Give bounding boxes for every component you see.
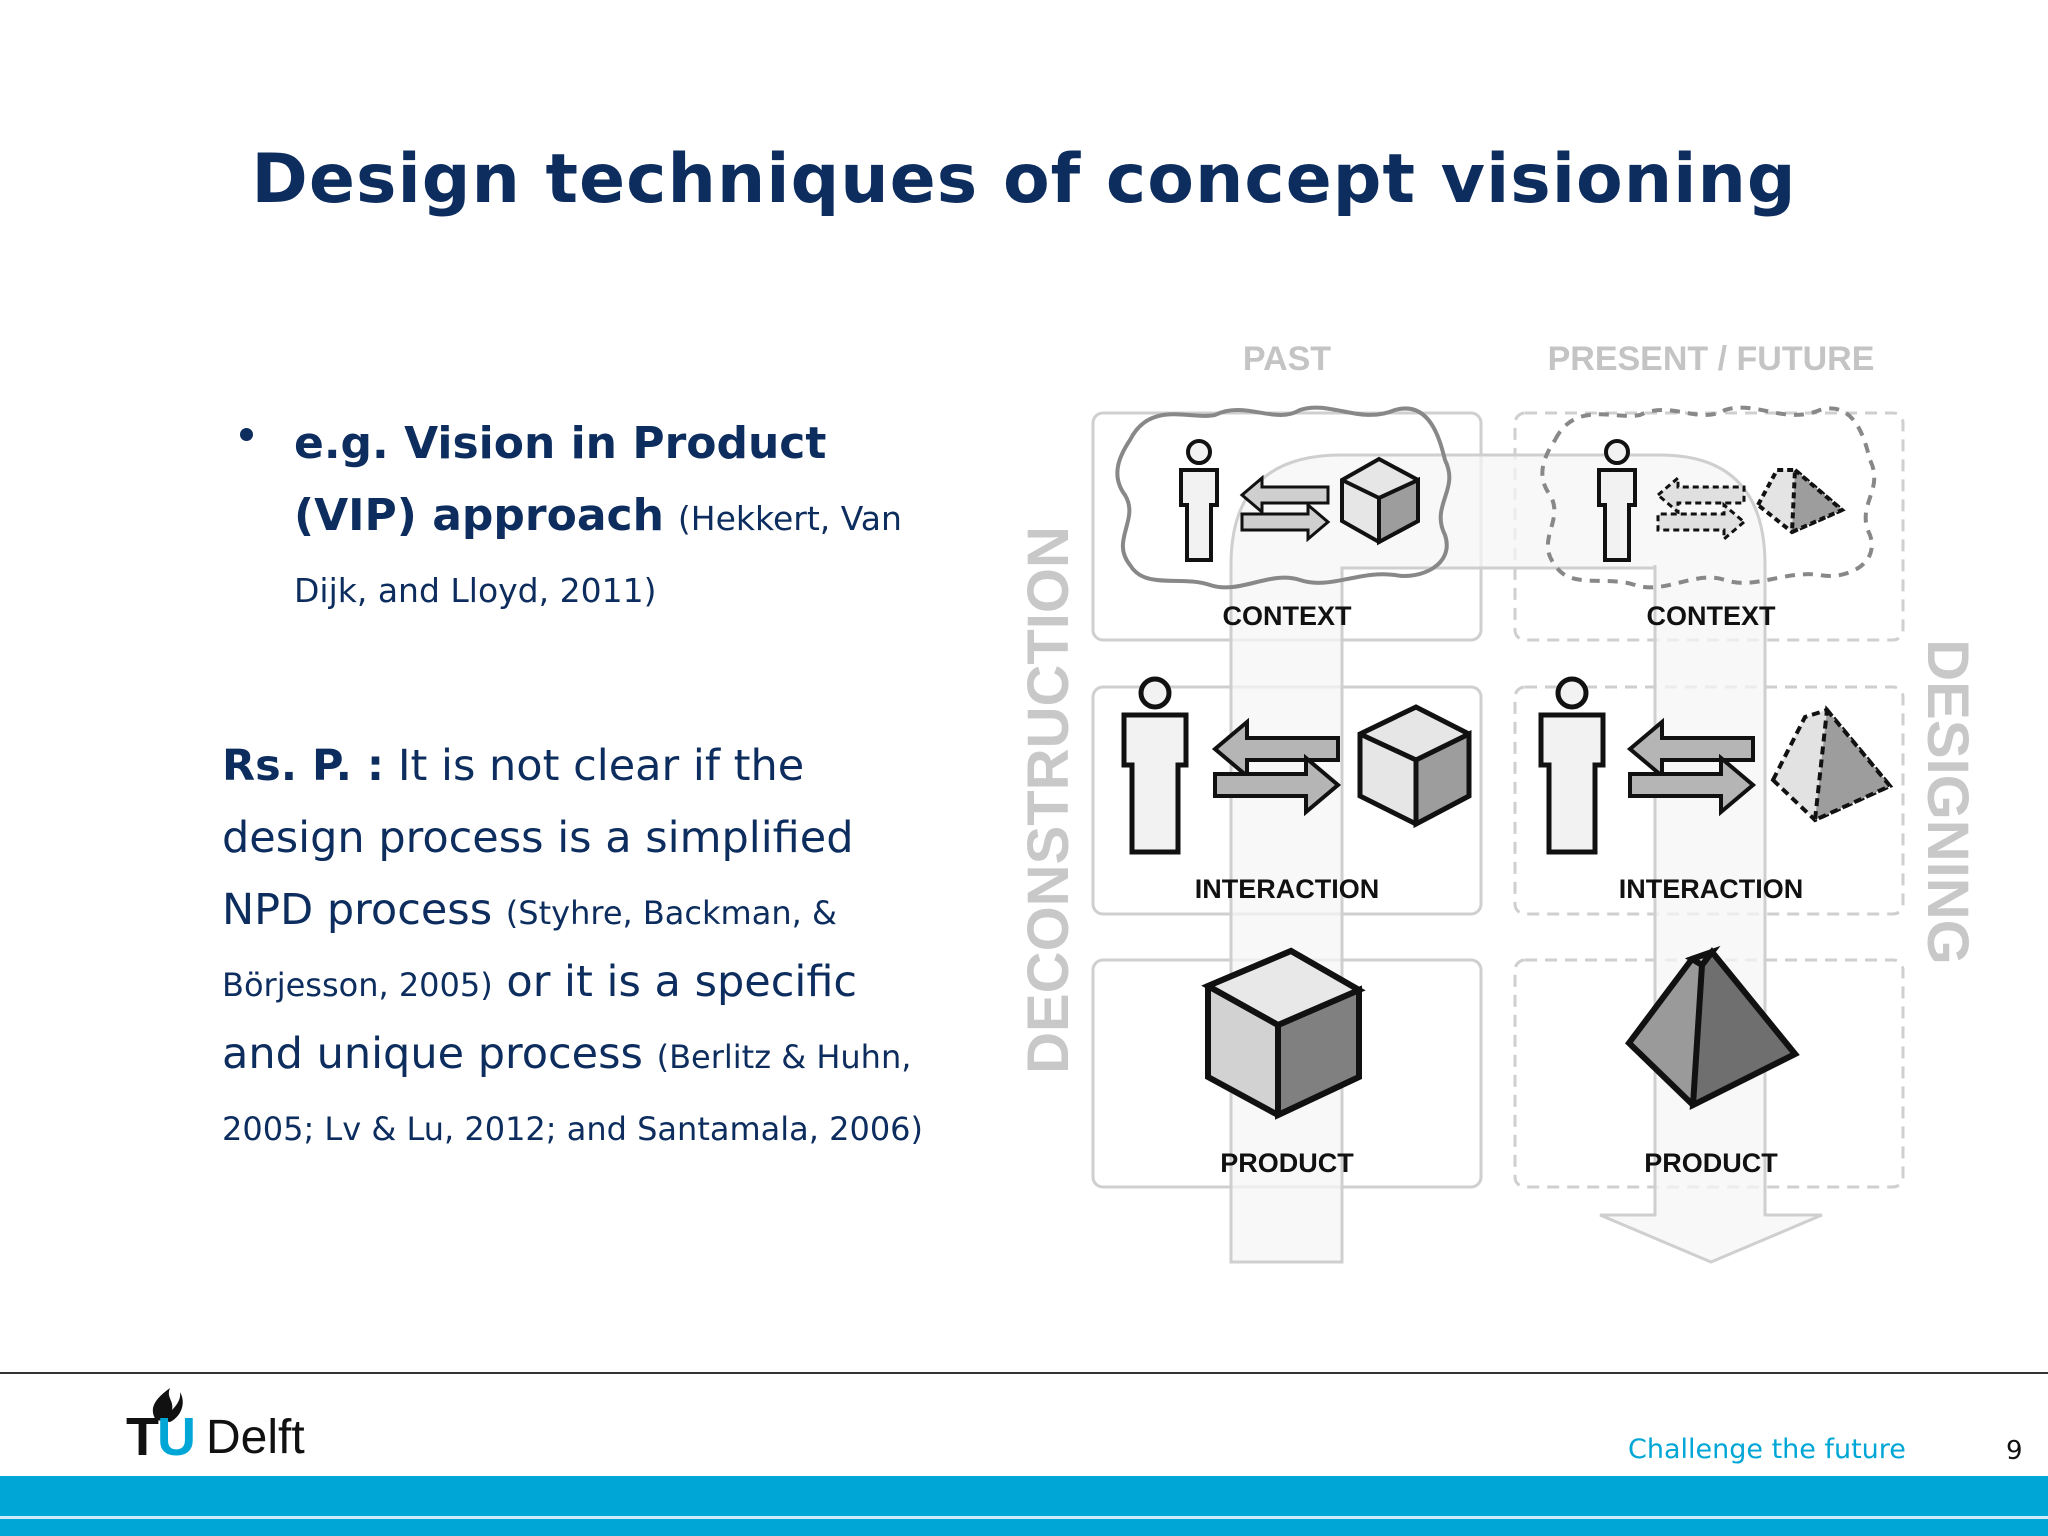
footer-divider: [0, 1372, 2048, 1374]
side-label-designing: DESIGNING: [1915, 639, 1980, 965]
note-cite1: (Styhre, Backman, & Börjesson, 2005): [222, 894, 837, 1004]
page-number: 9: [2006, 1436, 2023, 1466]
future-product-pyramid-icon: [1625, 945, 1800, 1111]
past-product-label: PRODUCT: [1220, 1148, 1354, 1178]
bullet-dot: [240, 428, 253, 441]
past-product-cube-icon: [1201, 947, 1366, 1120]
vip-diagram: PAST PRESENT / FUTURE DECONSTRUCTION DES…: [1016, 340, 1980, 1264]
bullet-text: e.g. Vision in Product (VIP) approach (H…: [294, 408, 934, 624]
future-product-label: PRODUCT: [1644, 1148, 1778, 1178]
future-context-exchange-icon: [1655, 474, 1747, 543]
future-context-frustum-icon: [1755, 465, 1846, 536]
footer-band: [0, 1476, 2048, 1536]
future-interaction-exchange-icon: [1626, 717, 1757, 817]
past-context-label: CONTEXT: [1222, 601, 1352, 631]
future-interaction-frustum-icon: [1770, 705, 1894, 824]
side-label-deconstruction: DECONSTRUCTION: [1016, 526, 1081, 1074]
slide-title: Design techniques of concept visioning: [251, 140, 1797, 219]
future-interaction-person-icon: [1538, 676, 1606, 855]
tudelft-flame-icon: [152, 1388, 183, 1422]
bullet-citation: (Hekkert, Van Dijk, and Lloyd, 2011): [294, 499, 902, 610]
past-interaction-person-icon: [1121, 676, 1189, 855]
note-cite2: (Berlitz & Huhn, 2005; Lv & Lu, 2012; an…: [222, 1038, 924, 1148]
past-context-person-icon: [1179, 439, 1219, 562]
logo-delft: Delft: [206, 1411, 305, 1464]
bullet-lead: e.g. Vision in Product (VIP) approach: [294, 418, 827, 541]
footer-slogan: Challenge the future: [1628, 1434, 1906, 1465]
note-label: Rs. P. :: [222, 741, 385, 791]
research-note: Rs. P. : It is not clear if the design p…: [222, 730, 942, 1162]
past-interaction-exchange-icon: [1211, 717, 1342, 817]
footer-band-line: [0, 1516, 2048, 1519]
note-part2: or it is a specific and unique process: [222, 957, 858, 1079]
column-past-label: PAST: [1243, 340, 1331, 378]
past-interaction-label: INTERACTION: [1195, 874, 1380, 904]
column-future-label: PRESENT / FUTURE: [1548, 340, 1875, 378]
note-part1: It is not clear if the design process is…: [222, 741, 854, 935]
future-context-cloud-icon: [1540, 405, 1877, 590]
past-interaction-cube-icon: [1357, 704, 1472, 829]
tudelft-logo: TU Delft: [126, 1380, 336, 1467]
future-context-label: CONTEXT: [1646, 601, 1776, 631]
logo-tu: TU: [126, 1407, 196, 1467]
past-context-cloud-icon: [1115, 405, 1452, 590]
past-context-exchange-icon: [1239, 474, 1331, 543]
future-interaction-label: INTERACTION: [1619, 874, 1804, 904]
process-arrow: [1229, 453, 1823, 1264]
past-context-cube-icon: [1340, 456, 1420, 546]
future-context-person-icon: [1597, 439, 1637, 562]
